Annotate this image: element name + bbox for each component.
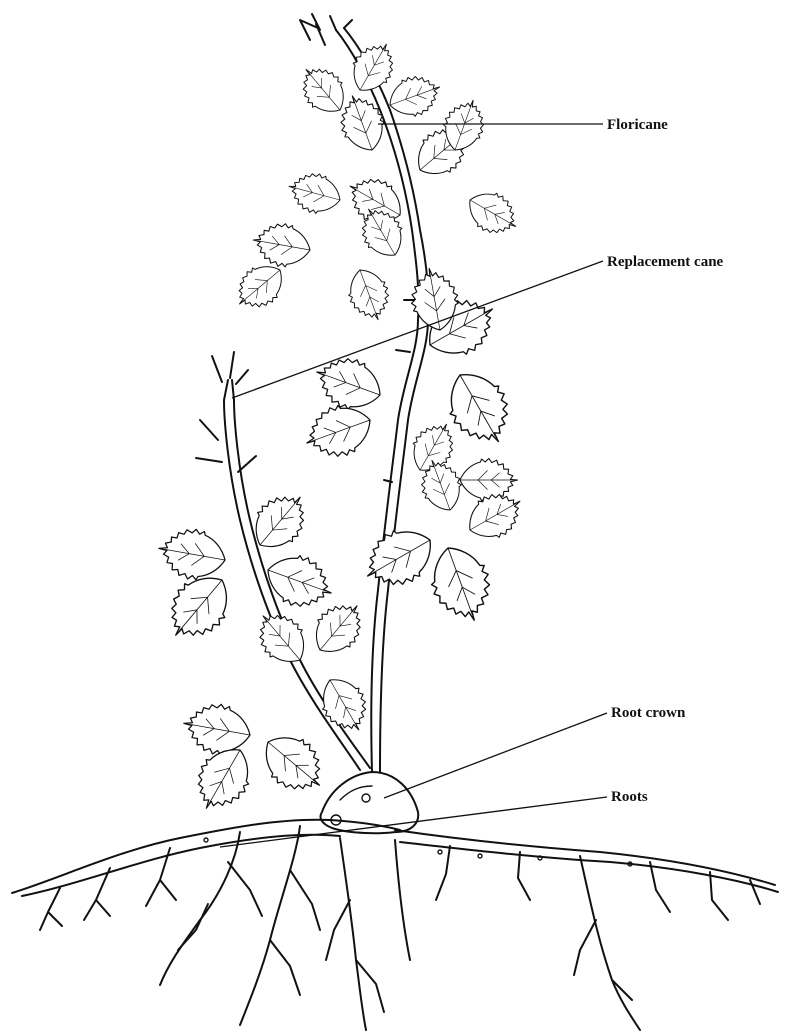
root-crown-label: Root crown [611,706,685,721]
replacement-cane-label: Replacement cane [607,255,723,270]
roots-label: Roots [611,790,648,805]
floricane-label: Floricane [607,118,668,133]
roots-drawing [12,820,778,1030]
root-crown-leader [384,713,607,798]
leaves [154,34,530,820]
